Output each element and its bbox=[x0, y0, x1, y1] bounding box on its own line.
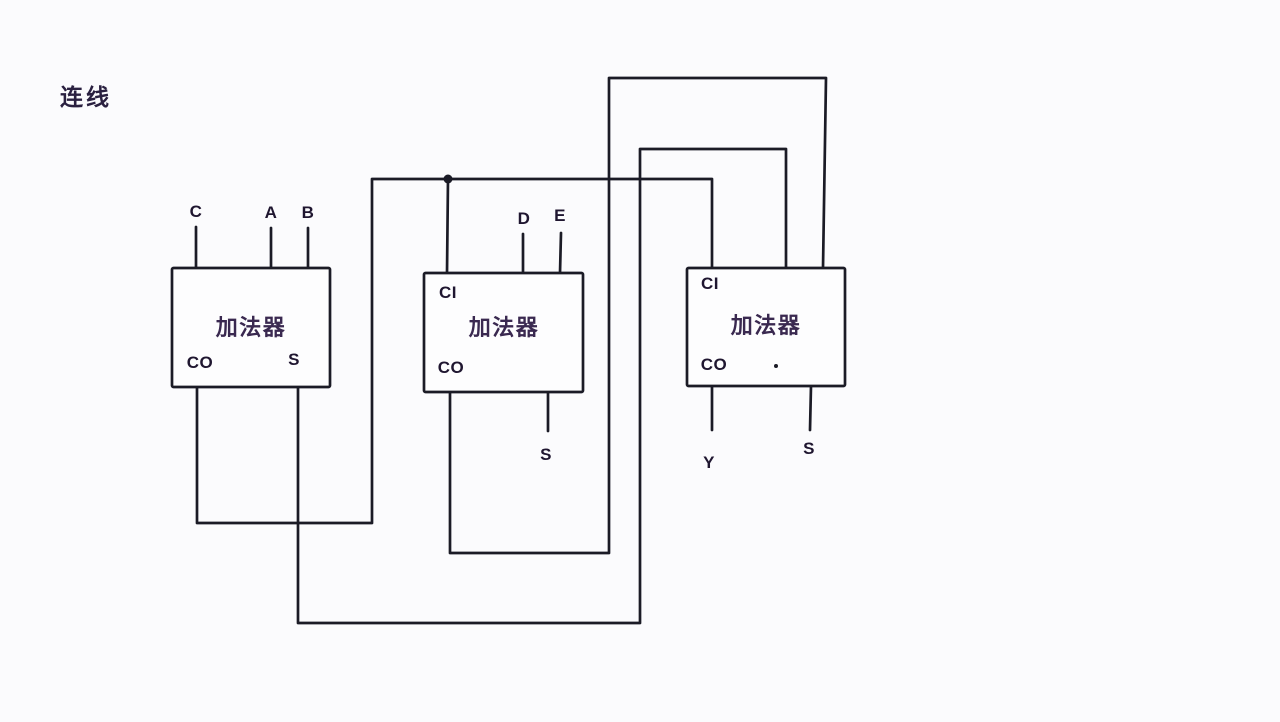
adder3-s-output-label: S bbox=[803, 439, 815, 458]
adder3-box bbox=[685, 266, 847, 388]
wire-adder2-co-to-adder3 bbox=[448, 76, 828, 555]
adder1-co-label: CO bbox=[186, 353, 214, 372]
stray-dot bbox=[774, 364, 778, 368]
adder1-box bbox=[170, 266, 332, 389]
adder2-co-label: CO bbox=[437, 358, 465, 377]
adder3-ci-label: CI bbox=[701, 274, 719, 293]
adder1-name: 加法器 bbox=[215, 315, 287, 340]
input-label-d: D bbox=[517, 209, 531, 228]
wire-adder1-co-bus bbox=[195, 177, 714, 525]
adder2-ci-label: CI bbox=[439, 283, 457, 302]
wire-branch-adder2-ci bbox=[445, 177, 450, 275]
adder2-box bbox=[422, 271, 585, 394]
adder1-s-label: S bbox=[288, 350, 300, 369]
wire-adder1-s-to-adder3 bbox=[296, 147, 788, 625]
adder3-co-label: CO bbox=[700, 355, 728, 374]
adder3-name: 加法器 bbox=[730, 313, 802, 338]
input-label-c: C bbox=[189, 202, 203, 221]
input-label-a: A bbox=[264, 203, 278, 222]
output-label-y: Y bbox=[703, 453, 715, 472]
wire-adder3-s-stub bbox=[808, 384, 813, 432]
adder2-s-output-label: S bbox=[540, 445, 552, 464]
page-title: 连线 bbox=[60, 84, 112, 110]
junction-dot bbox=[443, 174, 453, 184]
adder2-name: 加法器 bbox=[468, 315, 540, 340]
input-label-e: E bbox=[554, 206, 566, 225]
input-label-b: B bbox=[301, 203, 315, 222]
wire-input-e bbox=[558, 231, 563, 275]
